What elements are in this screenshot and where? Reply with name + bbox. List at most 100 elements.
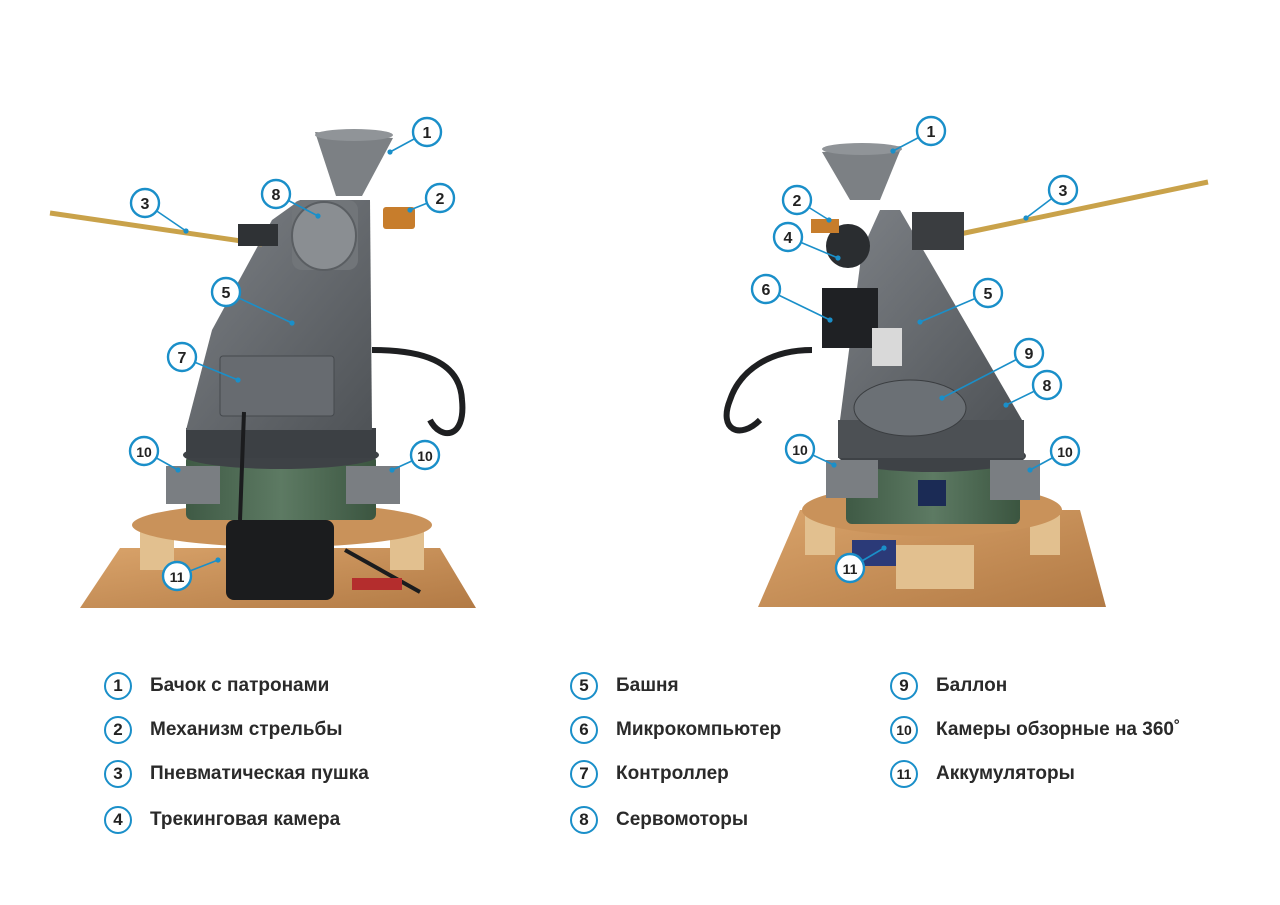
left-servo-disc — [291, 201, 357, 271]
right-callout-2: 2 — [781, 184, 832, 223]
legend-number-4: 4 — [104, 806, 132, 834]
legend-label-4: Трекинговая камера — [150, 809, 341, 830]
callout-leader-dot — [175, 467, 181, 473]
left-callout-7: 7 — [166, 341, 241, 383]
right-tower-body — [840, 210, 1022, 420]
right-firing-mechanism — [811, 219, 839, 233]
legend-number-11: 11 — [890, 760, 918, 788]
callout-circle — [750, 273, 782, 305]
right-wood-block — [896, 545, 974, 589]
callout-number: 1 — [927, 124, 936, 141]
legend-item-7: 7 Контроллер — [570, 757, 729, 791]
legend-number-10: 10 — [890, 716, 918, 744]
legend-number-6: 6 — [570, 716, 598, 744]
callout-circle — [1013, 337, 1045, 369]
legend-number-9: 9 — [890, 672, 918, 700]
right-callout-1: 1 — [890, 115, 947, 154]
callout-leader-dot — [315, 213, 321, 219]
legend-item-5: 5 Башня — [570, 669, 679, 703]
callout-number: 10 — [1057, 444, 1073, 460]
legend-number-5: 5 — [570, 672, 598, 700]
right-callout-10: 10 — [1027, 435, 1081, 473]
callout-circle — [781, 184, 813, 216]
callout-number: 5 — [984, 286, 993, 303]
callout-number: 11 — [170, 569, 185, 585]
callout-leader-dot — [215, 557, 221, 563]
callout-number: 10 — [417, 448, 433, 464]
callout-leader-dot — [407, 207, 413, 213]
right-camera-box — [990, 460, 1040, 500]
right-callout-3: 3 — [1023, 174, 1079, 221]
callout-leader-dot — [917, 319, 923, 325]
callout-circle — [834, 552, 866, 584]
right-hopper — [822, 146, 902, 200]
left-hopper — [315, 132, 393, 196]
callout-leader-dot — [826, 217, 832, 223]
callout-leader-dot — [939, 395, 945, 401]
callout-circle — [129, 187, 161, 219]
callout-leader-dot — [881, 545, 887, 551]
left-callout-8: 8 — [260, 178, 321, 219]
callout-leader-dot — [183, 228, 189, 234]
callout-number: 6 — [762, 282, 771, 299]
right-air-tank — [853, 379, 967, 437]
left-callout-10: 10 — [128, 435, 181, 473]
legend-label-3: Пневматическая пушка — [150, 763, 369, 784]
right-turret-photo — [723, 143, 1209, 607]
callout-number: 8 — [272, 187, 281, 204]
callout-number: 8 — [1043, 378, 1052, 395]
left-callout-2: 2 — [407, 182, 456, 214]
legend-label-9: Баллон — [936, 675, 1008, 696]
legend-label-6: Микрокомпьютер — [616, 719, 782, 740]
callout-circle — [411, 116, 443, 148]
callout-number: 5 — [222, 285, 231, 302]
callout-number: 10 — [136, 444, 152, 460]
callout-circle — [1049, 435, 1081, 467]
callout-leader-dot — [827, 317, 833, 323]
callout-number: 11 — [843, 561, 858, 577]
callout-circle — [772, 221, 804, 253]
callout-number: 1 — [423, 125, 432, 142]
callout-leader-line — [941, 352, 1030, 399]
right-callout-4: 4 — [772, 221, 841, 261]
legend-item-11: 11 Аккумуляторы — [890, 757, 1075, 791]
legend-label-7: Контроллер — [616, 763, 729, 784]
left-callout-5: 5 — [210, 276, 295, 326]
legend-number-8: 8 — [570, 806, 598, 834]
right-callout-9: 9 — [939, 337, 1045, 401]
callout-circle — [161, 560, 193, 592]
legend-label-2: Механизм стрельбы — [150, 719, 343, 740]
callout-circle — [166, 341, 198, 373]
legend-label-8: Сервомоторы — [616, 809, 749, 830]
right-callout-5: 5 — [917, 277, 1004, 325]
callout-circle — [972, 277, 1004, 309]
callout-circle — [128, 435, 160, 467]
callout-leader-dot — [890, 148, 896, 154]
callout-circle — [210, 276, 242, 308]
callout-circle — [784, 433, 816, 465]
left-firing-mechanism — [383, 207, 415, 229]
left-battery-box — [226, 520, 334, 600]
callout-leader-dot — [835, 255, 841, 261]
callout-circle — [409, 439, 441, 471]
legend-item-4: 4 Трекинговая камера — [104, 803, 340, 837]
callout-number: 4 — [784, 230, 793, 247]
legend-item-1: 1 Бачок с патронами — [104, 669, 329, 703]
callout-leader-dot — [387, 149, 393, 155]
callout-number: 9 — [1025, 346, 1034, 363]
callout-number: 3 — [1059, 183, 1068, 200]
callout-leader-dot — [389, 467, 395, 473]
left-callout-10: 10 — [389, 439, 441, 473]
callout-leader-dot — [289, 320, 295, 326]
left-callout-3: 3 — [129, 187, 189, 234]
legend-number-3: 3 — [104, 760, 132, 788]
legend-item-3: 3 Пневматическая пушка — [104, 757, 369, 791]
legend-item-9: 9 Баллон — [890, 669, 1007, 703]
left-turret-photo — [49, 129, 476, 608]
right-callout-8: 8 — [1003, 369, 1063, 408]
callout-leader-dot — [1003, 402, 1009, 408]
callout-leader-dot — [235, 377, 241, 383]
callout-leader-dot — [831, 462, 837, 468]
